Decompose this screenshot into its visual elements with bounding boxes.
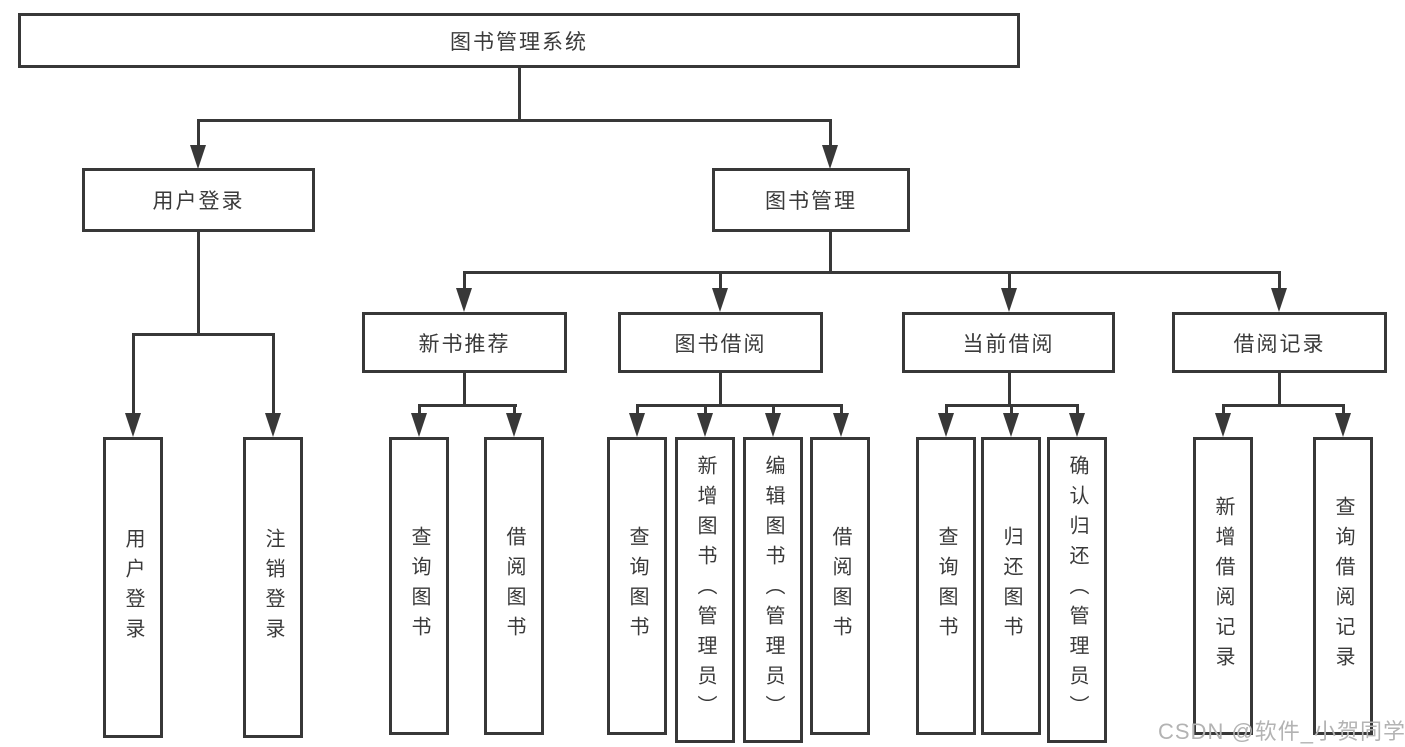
leaf-borrow-borrow-books: 借阅图书	[810, 437, 870, 735]
node-user-login: 用户登录	[82, 168, 315, 232]
connector-line	[197, 119, 200, 149]
connector-line	[636, 404, 843, 407]
node-label: 图书管理	[765, 190, 857, 213]
leaf-current-return-books: 归还图书	[981, 437, 1041, 735]
leaf-current-query-books: 查询图书	[916, 437, 976, 735]
arrow-down-icon	[697, 413, 713, 437]
connector-line	[829, 232, 832, 273]
connector-line	[197, 232, 200, 335]
node-label: 归还图书	[1000, 526, 1022, 646]
arrow-down-icon	[1003, 413, 1019, 437]
arrow-down-icon	[456, 288, 472, 312]
connector-line	[463, 271, 1281, 274]
node-borrowing-records: 借阅记录	[1172, 312, 1387, 373]
leaf-borrow-edit-books-admin: 编辑图书（管理员）	[743, 437, 803, 743]
node-label: 图书借阅	[674, 332, 767, 356]
node-label: 借阅图书	[503, 526, 525, 646]
arrow-down-icon	[1215, 413, 1231, 437]
leaf-records-query-record: 查询借阅记录	[1313, 437, 1373, 735]
node-library-system: 图书管理系统	[18, 13, 1020, 68]
node-label: 查询借阅记录	[1332, 496, 1354, 676]
node-label: 确认归还（管理员）	[1066, 455, 1088, 725]
arrow-down-icon	[411, 413, 427, 437]
connector-line	[840, 404, 843, 416]
arrow-down-icon	[822, 145, 838, 169]
connector-line	[1222, 404, 1345, 407]
leaf-user-login: 用户登录	[103, 437, 163, 738]
node-label: 查询图书	[935, 526, 957, 646]
connector-line	[518, 68, 521, 120]
arrow-down-icon	[712, 288, 728, 312]
node-label: 查询图书	[408, 526, 430, 646]
arrow-down-icon	[629, 413, 645, 437]
node-label: 借阅图书	[829, 526, 851, 646]
connector-line	[1278, 372, 1281, 406]
connector-line	[719, 372, 722, 406]
arrow-down-icon	[765, 413, 781, 437]
node-label: 编辑图书（管理员）	[762, 455, 784, 725]
leaf-records-add-record: 新增借阅记录	[1193, 437, 1253, 735]
node-label: 用户登录	[152, 190, 245, 213]
arrow-down-icon	[1335, 413, 1351, 437]
connector-line	[704, 404, 707, 416]
arrow-down-icon	[506, 413, 522, 437]
leaf-borrow-query-books: 查询图书	[607, 437, 667, 735]
arrow-down-icon	[833, 413, 849, 437]
connector-line	[463, 271, 466, 291]
leaf-logout: 注销登录	[243, 437, 303, 738]
node-label: 新书推荐	[418, 332, 511, 356]
arrow-down-icon	[1271, 288, 1287, 312]
connector-line	[1010, 404, 1013, 416]
leaf-recommend-borrow-books: 借阅图书	[484, 437, 544, 735]
arrow-down-icon	[125, 413, 141, 437]
leaf-recommend-query-books: 查询图书	[389, 437, 449, 735]
connector-line	[719, 271, 722, 291]
node-label: 借阅记录	[1233, 332, 1326, 356]
connector-line	[636, 404, 639, 416]
connector-line	[513, 404, 516, 416]
arrow-down-icon	[938, 413, 954, 437]
connector-line	[132, 333, 275, 336]
node-label: 查询图书	[626, 526, 648, 646]
connector-line	[1008, 372, 1011, 406]
connector-line	[1222, 404, 1225, 416]
node-book-borrowing: 图书借阅	[618, 312, 823, 373]
leaf-current-confirm-return-admin: 确认归还（管理员）	[1047, 437, 1107, 743]
connector-line	[197, 119, 832, 122]
node-book-management: 图书管理	[712, 168, 910, 232]
arrow-down-icon	[1001, 288, 1017, 312]
node-label: 用户登录	[122, 527, 144, 648]
node-label: 图书管理系统	[450, 30, 588, 54]
connector-line	[829, 119, 832, 149]
connector-line	[1278, 271, 1281, 291]
connector-line	[418, 404, 517, 407]
connector-line	[132, 333, 135, 415]
connector-line	[945, 404, 948, 416]
connector-line	[1342, 404, 1345, 416]
connector-line	[463, 372, 466, 406]
connector-line	[1076, 404, 1079, 416]
node-label: 新增借阅记录	[1212, 496, 1234, 676]
connector-line	[772, 404, 775, 416]
watermark: CSDN @软件_小贺同学	[1158, 719, 1405, 744]
arrow-down-icon	[190, 145, 206, 169]
arrow-down-icon	[265, 413, 281, 437]
connector-line	[272, 333, 275, 415]
connector-line	[418, 404, 421, 416]
node-label: 新增图书（管理员）	[694, 455, 716, 725]
node-label: 注销登录	[262, 527, 284, 648]
node-new-book-recommendation: 新书推荐	[362, 312, 567, 373]
node-current-borrowing: 当前借阅	[902, 312, 1115, 373]
node-label: 当前借阅	[962, 332, 1055, 356]
connector-line	[1008, 271, 1011, 291]
leaf-borrow-add-books-admin: 新增图书（管理员）	[675, 437, 735, 743]
arrow-down-icon	[1069, 413, 1085, 437]
